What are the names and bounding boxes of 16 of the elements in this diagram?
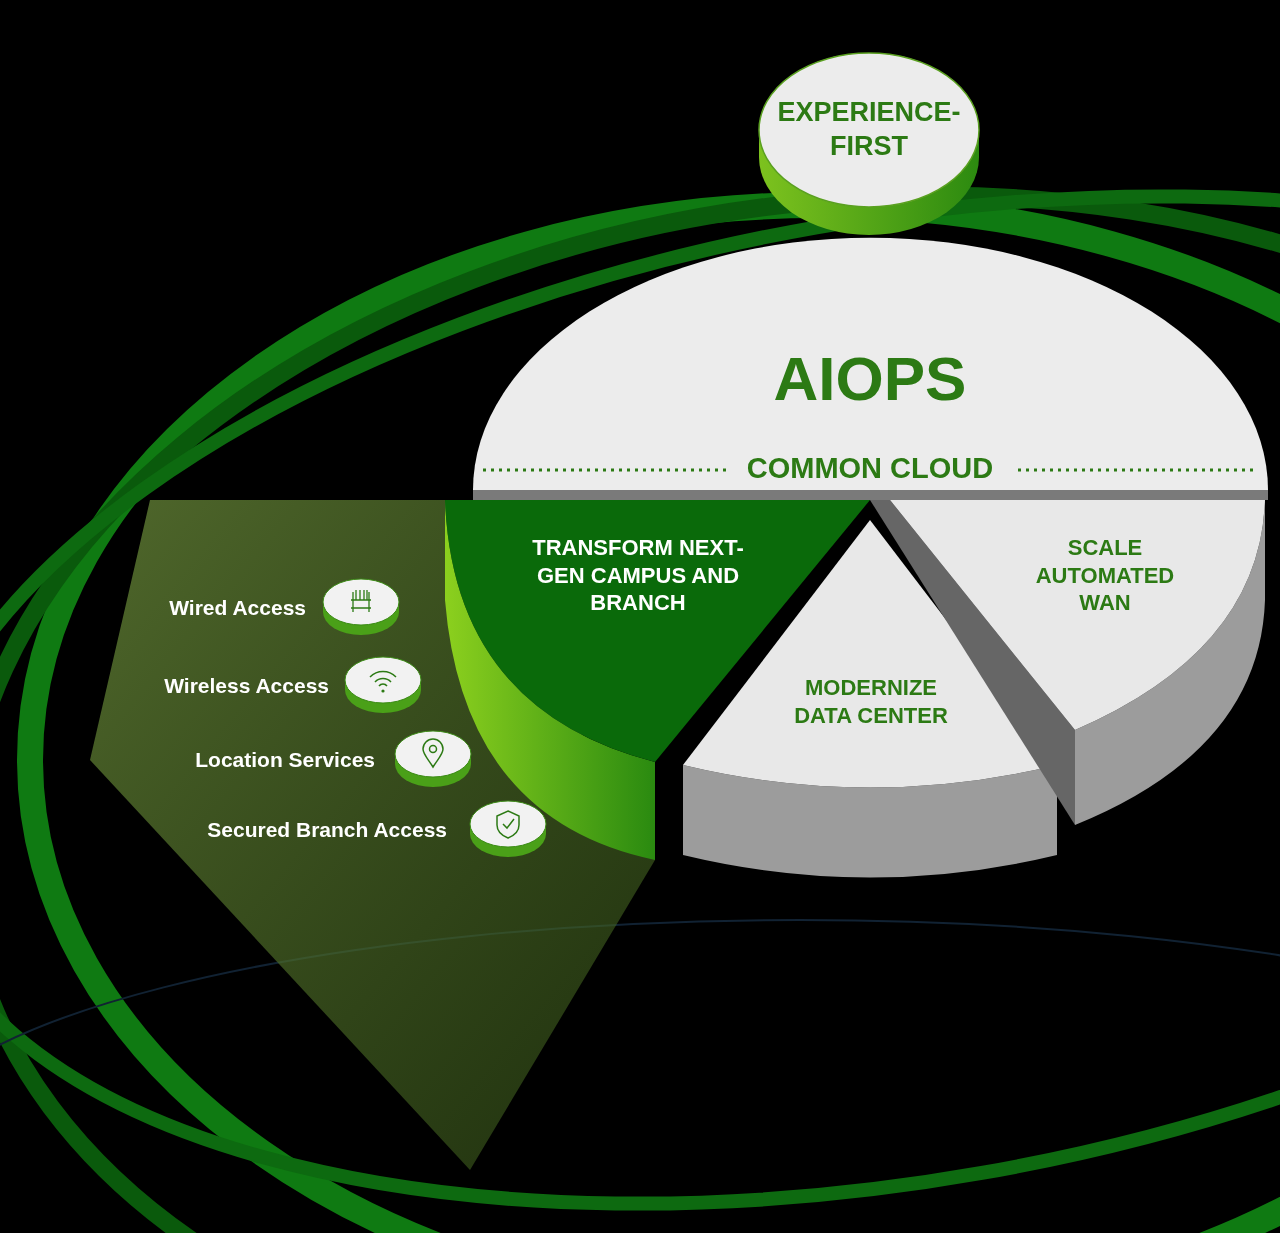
feature-label: Secured Branch Access (207, 818, 447, 842)
platform-title: AIOPS (772, 348, 968, 410)
feature-label: Location Services (195, 748, 375, 772)
icon-disc (393, 730, 473, 790)
platform-subtitle: COMMON CLOUD (745, 453, 995, 485)
feature-label: Wireless Access (164, 674, 329, 698)
icon-disc (343, 656, 423, 716)
icon-disc (321, 578, 401, 638)
cloud-platform-top (473, 238, 1268, 500)
segment-label: SCALE AUTOMATED WAN (1020, 534, 1190, 617)
segment-label: TRANSFORM NEXT-GEN CAMPUS AND BRANCH (523, 534, 753, 617)
segment-label: MODERNIZE DATA CENTER (776, 674, 966, 729)
feature-label: Wired Access (169, 596, 306, 620)
icon-disc (468, 800, 548, 860)
experience-disc (758, 52, 980, 237)
disc-label: EXPERIENCE-FIRST (776, 96, 962, 163)
